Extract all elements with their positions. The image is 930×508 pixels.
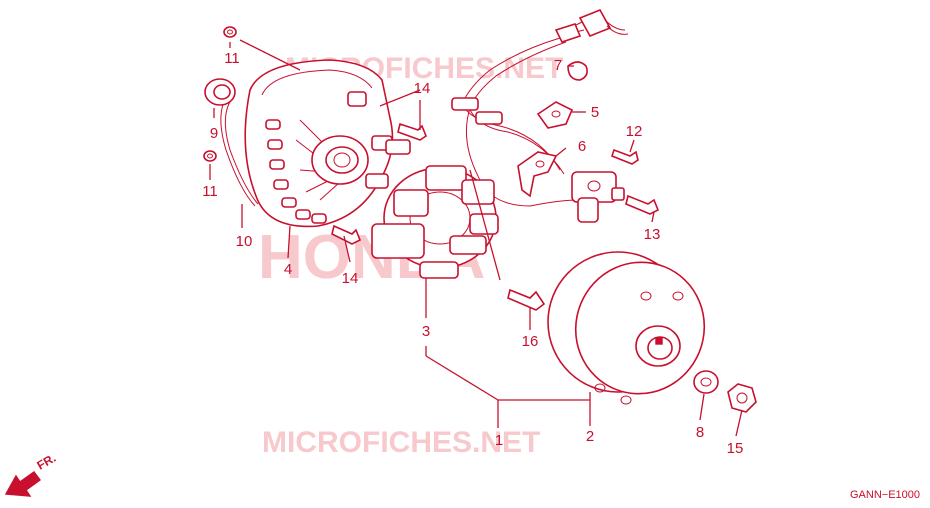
washer-8-part [693, 370, 719, 394]
bolt-14-lower-part [331, 224, 362, 245]
part-label-14-upper: 14 [414, 80, 431, 97]
cover-part [244, 59, 411, 228]
diagram-code: GANN−E1000 [850, 489, 920, 501]
part-label-8: 8 [696, 424, 704, 441]
oil-seal-part [204, 78, 236, 106]
washer-upper-part [223, 26, 237, 38]
bolt-12-part [611, 148, 639, 165]
part-label-6: 6 [578, 138, 586, 155]
clamp-upper-part [536, 101, 574, 129]
part-label-1: 1 [495, 432, 503, 449]
wire-harness [451, 8, 629, 207]
grommet-part [567, 61, 588, 81]
part-label-7: 7 [554, 57, 562, 74]
part-label-13: 13 [644, 226, 661, 243]
part-label-14-lower: 14 [342, 270, 359, 287]
pulser-coil-part [571, 171, 625, 223]
part-label-2: 2 [586, 428, 594, 445]
part-number-labels: 1 2 3 4 5 6 7 8 9 10 11 11 12 13 14 14 1… [202, 50, 743, 457]
part-label-12: 12 [626, 123, 643, 140]
bolt-16-part [507, 288, 546, 311]
front-arrow-icon: FR. [4, 451, 59, 497]
part-label-11-lower: 11 [202, 183, 218, 200]
part-label-5: 5 [591, 104, 599, 121]
part-label-3: 3 [422, 323, 430, 340]
clamp-lower-part [517, 151, 558, 198]
leader-lines [209, 39, 743, 437]
stator-part [371, 165, 499, 279]
watermark-bottom: MICROFICHES.NET [262, 426, 540, 459]
rotor-part [547, 251, 706, 405]
part-label-4: 4 [284, 261, 292, 278]
part-label-15: 15 [727, 440, 744, 457]
washer-lower-part [203, 150, 217, 162]
part-label-16: 16 [522, 333, 539, 350]
direction-label: FR. [35, 451, 59, 473]
part-label-9: 9 [210, 125, 218, 142]
bolt-14-upper-part [397, 122, 427, 141]
part-label-10: 10 [236, 233, 253, 250]
nut-15-part [727, 383, 757, 413]
part-label-11-upper: 11 [224, 50, 240, 67]
bolt-13-part [625, 194, 660, 215]
